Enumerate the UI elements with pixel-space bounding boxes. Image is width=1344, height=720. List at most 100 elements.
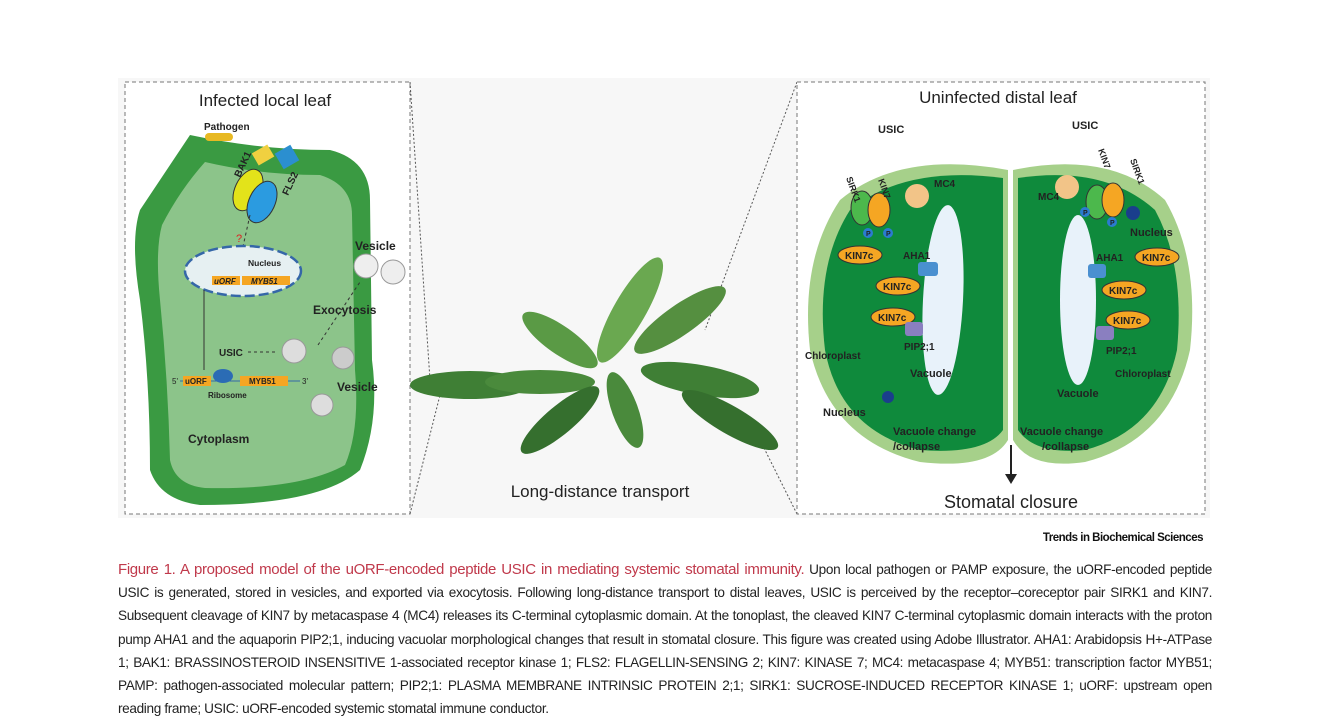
vesicle-icon (380, 259, 406, 285)
figure-illustration: Infected local leaf Pathogen BAK1 FLS2 ?… (124, 81, 1206, 515)
pip21-label: PIP2;1 (904, 342, 935, 353)
aha1-pump-icon (1088, 264, 1106, 278)
cytoplasm-area (157, 162, 357, 489)
vesicle-icon (281, 338, 307, 364)
vacuole-change-label: Vacuole change (893, 426, 976, 438)
kin7c-icon (1134, 247, 1180, 267)
usic-label: USIC (878, 124, 904, 136)
vesicle-top-label: Vesicle (355, 239, 396, 253)
myb51-mrna-box (240, 376, 288, 386)
phosphate-icon (883, 228, 893, 238)
right-panel: Uninfected distal leaf P P USIC KIN7 SIR… (796, 81, 1206, 515)
leaf-icon (606, 372, 644, 448)
kin7c-icon (870, 307, 916, 327)
caption-body: Upon local pathogen or PAMP exposure, th… (118, 562, 1212, 717)
sirk1-receptor-icon (1101, 182, 1125, 218)
nucleus-icon (183, 244, 303, 298)
nucleus-label: Nucleus (1130, 227, 1173, 239)
collapse-label: /collapse (893, 441, 940, 453)
kin7c-icon (1105, 310, 1151, 330)
pathogen-label: Pathogen (204, 122, 250, 133)
exocytosis-label: Exocytosis (313, 303, 377, 317)
vacuole-label: Vacuole (910, 368, 952, 380)
nucleus-label: Nucleus (248, 258, 281, 268)
pip21-channel-icon (905, 322, 923, 336)
kin7c-label: KIN7c (845, 251, 874, 262)
left-panel-title: Infected local leaf (199, 91, 332, 110)
exocytosis-arrow (317, 281, 361, 346)
mc4-icon (1055, 175, 1079, 199)
phosphate-label: P (1110, 220, 1115, 227)
leaf-icon (522, 311, 598, 369)
journal-name: Trends in Biochemical Sciences (1042, 532, 1204, 544)
collapse-label: /collapse (1042, 441, 1089, 453)
leaf-icon (596, 257, 664, 363)
kin7c-label: KIN7c (1113, 316, 1142, 327)
five-prime-label: 5' (172, 377, 178, 386)
stomatal-closure-label: Stomatal closure (944, 492, 1078, 512)
aha1-label: AHA1 (903, 251, 931, 262)
chloroplast-label: Chloroplast (805, 351, 861, 362)
right-panel-title: Uninfected distal leaf (919, 88, 1077, 107)
myb51-mrna-label: MYB51 (249, 377, 276, 386)
left-panel: Infected local leaf Pathogen BAK1 FLS2 ?… (124, 81, 411, 515)
nucleus-label: Nucleus (823, 407, 866, 419)
aha1-label: AHA1 (1096, 253, 1124, 264)
fls2-receptor-icon (246, 180, 278, 224)
leaf-icon (520, 386, 600, 454)
uorf-gene-box (212, 276, 240, 285)
kin7c-label: KIN7c (1142, 253, 1171, 264)
pathogen-icon (205, 133, 233, 141)
mc4-icon (905, 184, 929, 208)
phosphate-icon (863, 228, 873, 238)
myb51-gene-box (242, 276, 290, 285)
phosphate-label: P (1083, 210, 1088, 217)
fls2-ectodomain-icon (274, 144, 300, 170)
ribosome-label: Ribosome (208, 391, 247, 400)
myb51-gene-label: MYB51 (251, 277, 278, 286)
kin7-receptor-icon (867, 192, 891, 228)
leaf-icon (485, 370, 595, 394)
leaf-icon (634, 286, 726, 354)
vesicle-icon (310, 393, 334, 417)
mc4-label: MC4 (1038, 192, 1060, 203)
caption-title: Figure 1. A proposed model of the uORF-e… (118, 561, 805, 578)
bak1-ectodomain-icon (251, 144, 275, 166)
cytoplasm-label: Cytoplasm (188, 432, 249, 446)
kin7c-icon (1101, 280, 1147, 300)
guard-cell-right (1018, 175, 1179, 451)
zoom-line (409, 81, 431, 381)
uorf-gene-label: uORF (214, 277, 237, 286)
vacuole-label: Vacuole (1057, 388, 1099, 400)
figure-caption: Figure 1. A proposed model of the uORF-e… (118, 558, 1212, 720)
three-prime-label: 3' (302, 377, 308, 386)
vacuole-right (1060, 215, 1096, 385)
kin7c-icon (837, 245, 883, 265)
pip21-channel-icon (1096, 326, 1114, 340)
nucleus-icon (882, 391, 894, 403)
kin7c-icon (875, 276, 921, 296)
nucleus-icon (1126, 206, 1140, 220)
chloroplast-label: Chloroplast (1115, 369, 1171, 380)
plant-rosette: Long-distance transport (409, 81, 798, 515)
closure-arrowhead (1005, 474, 1017, 484)
phosphate-label: P (886, 231, 891, 238)
pip21-label: PIP2;1 (1106, 346, 1137, 357)
zoom-line (759, 439, 798, 515)
vesicle-icon (353, 253, 379, 279)
vesicle-icon (331, 346, 355, 370)
phosphate-label: P (866, 231, 871, 238)
zoom-line (409, 394, 441, 515)
kin7c-label: KIN7c (878, 313, 907, 324)
aha1-pump-icon (918, 262, 938, 276)
leaf-icon (681, 389, 779, 451)
phosphate-icon (1107, 217, 1117, 227)
usic-label: USIC (219, 348, 243, 359)
phosphate-icon (1080, 207, 1090, 217)
long-distance-transport-label: Long-distance transport (511, 482, 690, 501)
kin7c-label: KIN7c (883, 282, 912, 293)
uorf-mrna-label: uORF (185, 377, 207, 386)
vacuole-change-label: Vacuole change (1020, 426, 1103, 438)
unknown-signal-mark: ? (236, 233, 242, 245)
ribosome-icon (213, 369, 233, 383)
